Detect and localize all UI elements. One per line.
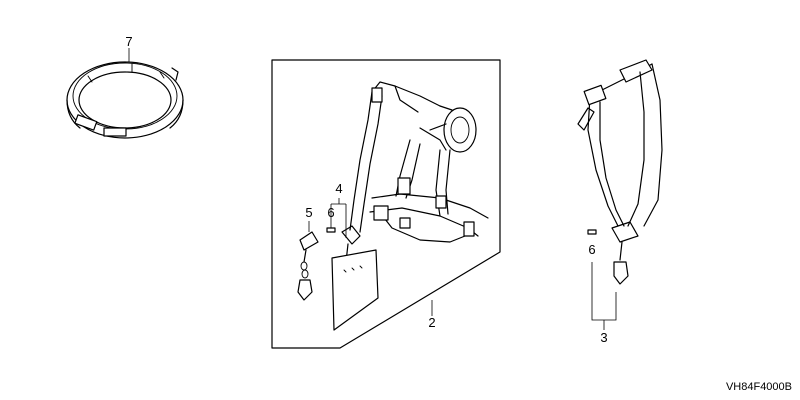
callout-4: 4 (335, 181, 342, 196)
harness-frame (271, 59, 501, 349)
callout-2: 2 (428, 315, 435, 330)
ring-part-drawing (66, 61, 184, 139)
callout-7: 7 (125, 34, 132, 49)
callout-5: 5 (305, 205, 312, 220)
callout-3: 3 (600, 330, 607, 345)
leader-bracket-4 (330, 198, 347, 238)
clip-small-left-drawing (326, 227, 336, 233)
clip-small-right-drawing (587, 229, 597, 235)
snap-hook-chain-drawing (297, 231, 319, 301)
shoulder-strap-drawing (577, 59, 663, 285)
callout-6-right: 6 (588, 242, 595, 257)
leader-bracket-3 (591, 262, 617, 330)
harness-part-drawing (331, 81, 489, 331)
diagram-code: VH84F4000B (726, 381, 792, 393)
callout-6-left: 6 (327, 205, 334, 220)
